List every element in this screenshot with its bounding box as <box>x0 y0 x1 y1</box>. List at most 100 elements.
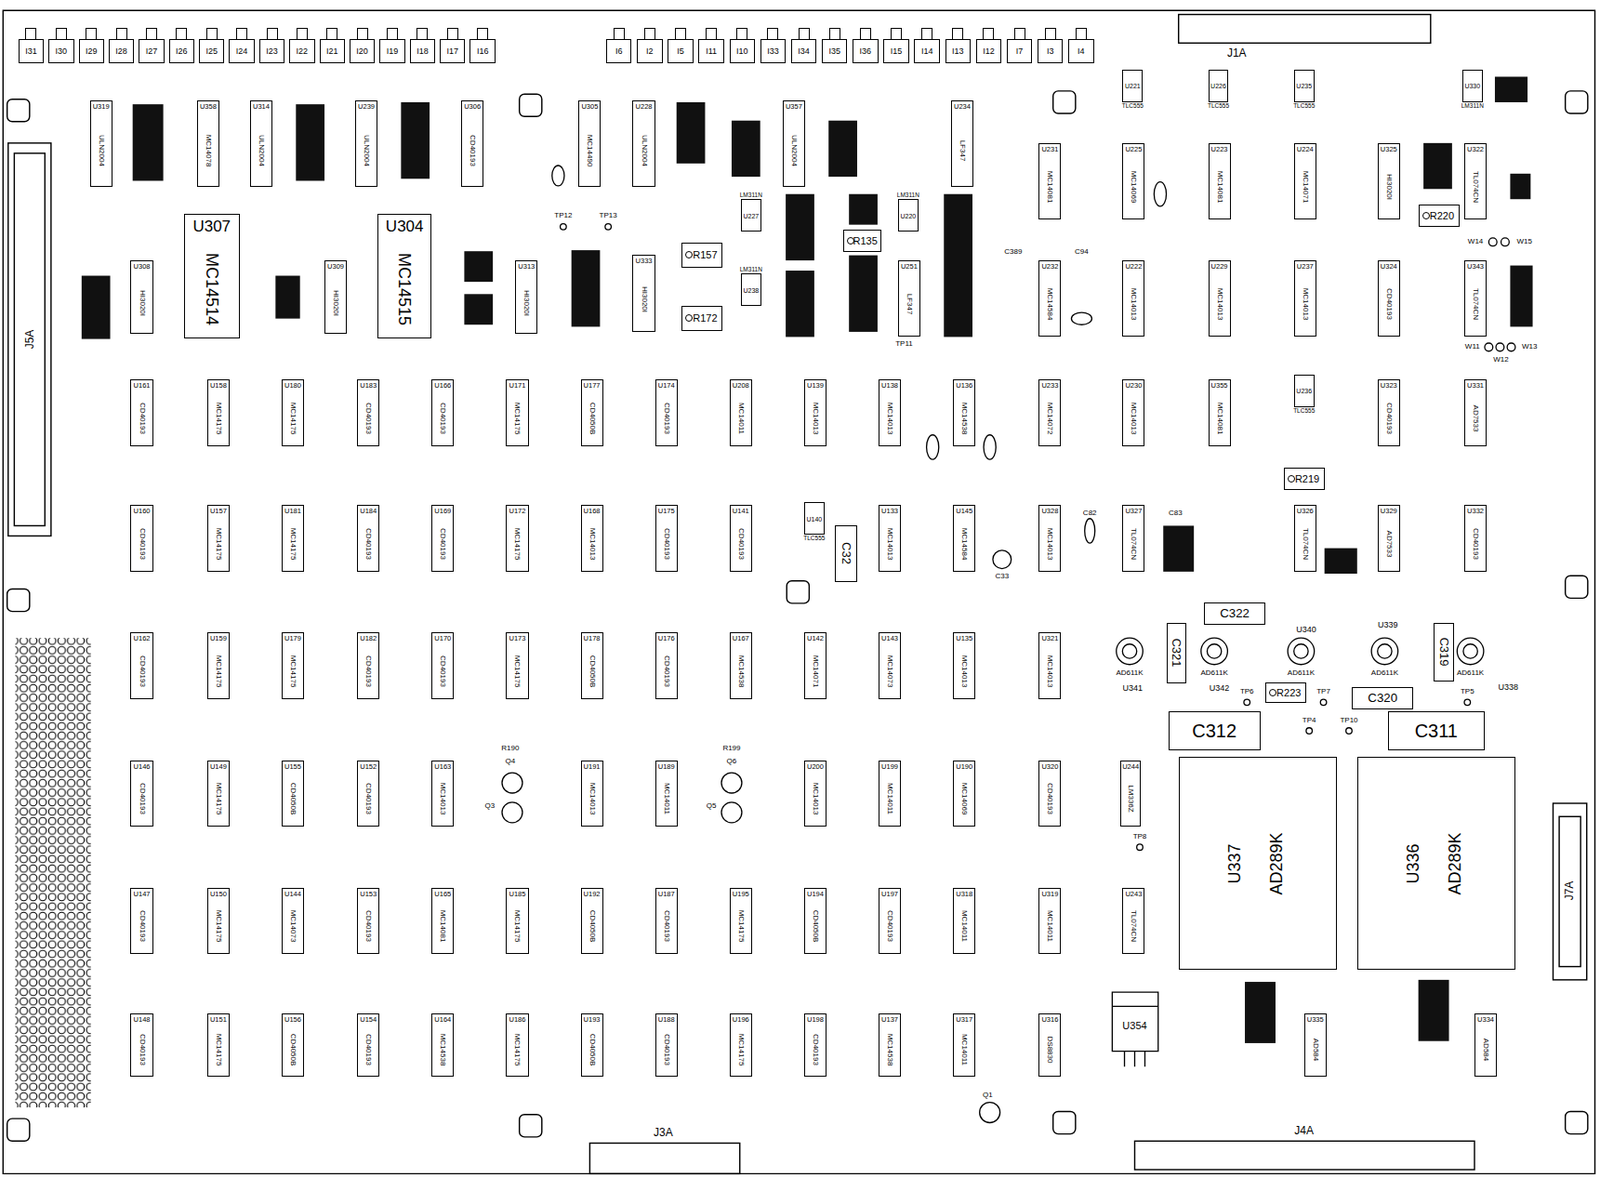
designator: I12 <box>982 46 995 55</box>
designator: I10 <box>736 46 749 55</box>
designator: U176 <box>658 634 675 643</box>
designator: C32 <box>839 542 852 565</box>
part-number: HI3020I <box>522 290 530 317</box>
ic-package: U324CD40193 <box>1377 260 1401 337</box>
resistor-array <box>81 77 1534 1044</box>
silkscreen-label: TP12 <box>554 211 572 220</box>
capacitor-box: C311 <box>1388 711 1485 751</box>
designator: C322 <box>1219 607 1250 620</box>
designator: U307 <box>192 218 231 235</box>
part-number: ULN2004 <box>257 134 265 167</box>
designator: U165 <box>434 890 451 899</box>
part-number: CD40193 <box>662 910 671 942</box>
silkscreen-label: J5A <box>24 330 36 350</box>
part-number: CD40193 <box>662 528 671 560</box>
ic-package: U152CD40193 <box>357 760 380 827</box>
designator: R157 <box>692 250 717 261</box>
ic-package: U355MC14081 <box>1208 379 1231 446</box>
designator: U332 <box>1467 507 1484 516</box>
designator: U335 <box>1307 1016 1324 1024</box>
test-pad: I19 <box>379 39 405 64</box>
silkscreen-label: W15 <box>1517 238 1533 246</box>
ic-package: U137MC14538 <box>878 1013 901 1077</box>
designator: U169 <box>434 507 451 516</box>
designator: U156 <box>284 1016 302 1024</box>
ic-package: U139MC14013 <box>804 379 827 446</box>
part-number: MC14013 <box>438 782 447 816</box>
ic-package: U171MC14175 <box>505 379 529 446</box>
part-number: MC14013 <box>1045 527 1054 560</box>
part-number: MC14175 <box>214 654 223 688</box>
part-number: LM311N <box>1461 103 1484 110</box>
silkscreen-label: TP13 <box>599 211 618 220</box>
designator: U328 <box>1041 507 1058 516</box>
designator: U357 <box>785 103 803 111</box>
ic-package: U235TLC555 <box>1294 69 1315 103</box>
ic-package: U325HI3020I <box>1377 143 1401 220</box>
part-number: LM311N <box>740 266 763 274</box>
part-number: CD40193 <box>662 655 671 688</box>
part-number: MC14175 <box>289 401 297 435</box>
silkscreen-label: C389 <box>1004 248 1022 256</box>
designator: U358 <box>199 103 217 111</box>
part-number: MC14078 <box>204 133 212 167</box>
part-number: MC14538 <box>885 1033 894 1067</box>
part-number: TL074CN <box>1129 910 1138 942</box>
ic-package: U307MC14514 <box>184 213 240 339</box>
part-number: AD289K <box>1446 832 1464 895</box>
designator: I27 <box>145 46 159 55</box>
part-number: CD40193 <box>364 655 372 688</box>
test-pad: I25 <box>198 39 225 64</box>
designator: U343 <box>1467 263 1484 271</box>
designator: U320 <box>1041 763 1058 771</box>
part-number: MC14175 <box>289 527 297 560</box>
designator: R219 <box>1295 473 1320 484</box>
designator: U243 <box>1124 890 1142 899</box>
silkscreen-label: C94 <box>1074 248 1089 256</box>
ic-package: U163MC14013 <box>431 760 454 827</box>
test-pad: I2 <box>636 39 662 64</box>
designator: U167 <box>732 634 750 643</box>
part-number: MC14081 <box>1216 171 1224 204</box>
part-number: CD40193 <box>138 782 146 815</box>
test-pad: I33 <box>760 39 786 64</box>
designator: U326 <box>1296 507 1314 516</box>
designator: U305 <box>581 103 598 111</box>
part-number: MC14175 <box>289 654 297 688</box>
silkscreen-label: Q5 <box>706 802 717 810</box>
designator: U319 <box>92 103 110 111</box>
ic-package: U166CD40193 <box>431 379 454 446</box>
designator: U188 <box>658 1016 675 1024</box>
silkscreen-label: W13 <box>1521 343 1537 351</box>
silkscreen-label: J3A <box>653 1126 674 1138</box>
ic-package: U161CD40193 <box>130 379 153 446</box>
ic-package: U223MC14081 <box>1208 143 1231 220</box>
designator: U334 <box>1477 1016 1495 1024</box>
capacitor-box: C321 <box>1166 622 1188 685</box>
designator: U330 <box>1464 82 1481 90</box>
ic-package: U229MC14013 <box>1208 260 1231 337</box>
silkscreen-label: U339 <box>1377 620 1399 629</box>
designator: R220 <box>1429 210 1455 221</box>
capacitor-box: C312 <box>1168 711 1261 751</box>
part-number: CD40193 <box>811 1033 820 1066</box>
designator: U325 <box>1380 145 1398 154</box>
designator: U235 <box>1295 82 1312 90</box>
ic-package: U243TL074CN <box>1122 887 1145 954</box>
part-number: MC14081 <box>1045 171 1054 204</box>
silkscreen-label: TP10 <box>1339 716 1358 725</box>
designator: C321 <box>1170 638 1183 668</box>
ic-package: U188CD40193 <box>655 1013 678 1077</box>
ic-package: U321MC14013 <box>1038 632 1061 699</box>
part-number: TL074CN <box>1301 527 1310 559</box>
part-number: MC14175 <box>513 401 521 435</box>
designator: U179 <box>284 634 302 643</box>
designator: U322 <box>1467 145 1484 154</box>
part-number: MC14011 <box>662 782 671 815</box>
designator: I22 <box>296 46 309 55</box>
designator: U184 <box>359 507 377 516</box>
designator: U154 <box>359 1016 377 1024</box>
part-number: CD40193 <box>364 910 372 942</box>
part-number: MC14175 <box>214 527 223 560</box>
part-number: CD40193 <box>737 528 745 560</box>
